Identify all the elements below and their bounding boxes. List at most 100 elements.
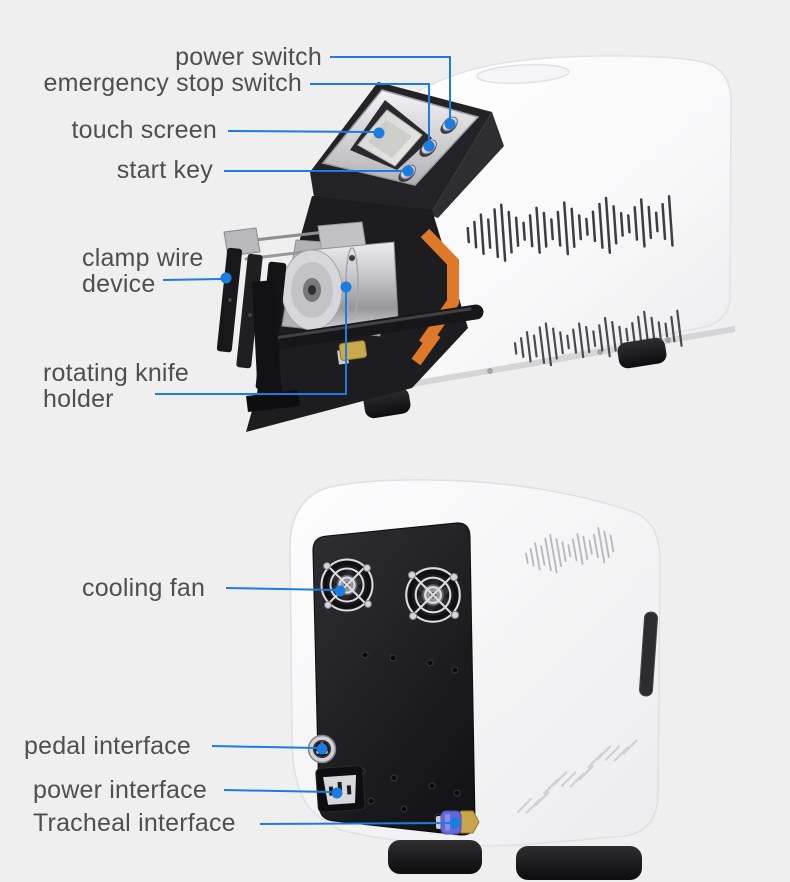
vent-bar — [627, 214, 631, 234]
label-tracheal-interface: Tracheal interface — [33, 809, 236, 837]
vent-hatch — [596, 745, 612, 761]
vent-bar — [603, 316, 611, 358]
vent-bar — [657, 321, 662, 341]
leader-clamp-wire-device — [162, 278, 222, 281]
vent-bar — [529, 548, 535, 567]
leader-tracheal-interface — [259, 822, 451, 825]
wedge-facet — [430, 112, 504, 218]
top-handle-recess — [476, 63, 570, 85]
marker-power-switch — [444, 118, 456, 130]
vent-bar — [592, 330, 597, 348]
vent-hatch — [516, 797, 533, 814]
vent-bar — [499, 203, 507, 262]
vent-bar — [633, 205, 639, 241]
vent-hatch — [534, 791, 550, 807]
vent-hatch — [560, 771, 577, 787]
vent-bar — [493, 208, 500, 259]
cooling-fan-right — [405, 567, 461, 623]
vent-bar — [647, 205, 653, 240]
vent-hatch — [552, 771, 568, 787]
vent-hatch — [622, 739, 638, 755]
vent-bar — [585, 325, 591, 354]
marker-pedal-interface — [316, 743, 328, 755]
vent-bar — [667, 195, 674, 247]
vent-bar — [676, 309, 683, 347]
vent-bar — [534, 542, 541, 571]
bottom-screws — [487, 337, 671, 374]
vent-bar — [525, 552, 529, 564]
vent-bar — [559, 331, 564, 355]
marker-power-interface — [331, 787, 343, 799]
support-bracket — [252, 280, 282, 400]
vent-bar — [479, 213, 485, 255]
vent-bar — [625, 327, 629, 342]
vent-bar — [618, 325, 623, 346]
vent-hatch — [578, 765, 594, 781]
vent-bar — [588, 539, 593, 555]
marker-cooling-fan — [334, 585, 346, 597]
marker-start-key — [402, 165, 414, 177]
vent-bar — [598, 202, 604, 249]
marker-rotating-knife-holder — [340, 281, 352, 293]
vent-bar — [566, 334, 570, 350]
label-power-interface: power interface — [33, 776, 207, 804]
vent-bar — [522, 221, 526, 241]
vent-bar — [585, 217, 589, 236]
vent-bar — [571, 538, 578, 562]
leader-power-interface — [223, 789, 332, 793]
vent-bar — [486, 218, 492, 249]
cylinder-hole — [349, 255, 355, 261]
vent-bar — [519, 337, 525, 358]
orange-accent — [411, 330, 441, 366]
side-vent-hatch — [516, 739, 638, 814]
machine-foot — [617, 337, 667, 369]
machine-front-view — [216, 55, 736, 432]
vent-bar — [664, 322, 669, 338]
vent-bar — [555, 538, 562, 568]
wire-hole — [308, 285, 316, 295]
marker-clamp-wire-device — [220, 272, 232, 284]
machine-back-view — [289, 479, 661, 880]
vent-bar — [473, 220, 478, 249]
vent-bar — [535, 206, 541, 254]
vent-bar — [567, 544, 572, 558]
vent-bar — [670, 315, 676, 343]
marker-touch-screen — [373, 127, 385, 139]
bracket-base — [246, 390, 300, 412]
vent-bar — [549, 533, 558, 574]
vent-bar — [561, 541, 567, 562]
handle-slot — [638, 611, 659, 697]
vent-bar — [538, 326, 546, 365]
vent-bar — [603, 530, 610, 558]
label-start-key: start key — [116, 156, 213, 184]
brass-fitting — [338, 340, 368, 361]
support-arm — [256, 304, 484, 352]
vent-bar — [598, 324, 604, 352]
vent-bar — [532, 334, 538, 358]
vent-bar — [544, 322, 553, 367]
leader-emergency-stop — [310, 83, 430, 141]
vent-bar — [550, 218, 554, 241]
machine-foot — [516, 846, 642, 880]
vent-hatch — [604, 745, 621, 761]
marker-emergency-stop — [423, 140, 435, 152]
support-arm-highlight — [266, 307, 472, 341]
vent-bar — [577, 214, 583, 241]
vent-bar — [604, 196, 612, 254]
vent-bar — [562, 201, 570, 256]
label-power-switch: power switch — [175, 43, 322, 71]
soundwave-vent-upper — [466, 195, 674, 262]
vent-bar — [572, 328, 578, 354]
soundwave-vent-side — [525, 527, 615, 574]
vent-bar — [609, 534, 615, 553]
vent-bar — [542, 211, 548, 248]
soundwave-vent-lower — [513, 309, 683, 367]
vent-bar — [639, 198, 646, 248]
leader-cooling-fan — [225, 587, 336, 591]
vent-bar — [513, 342, 518, 355]
vent-bar — [551, 327, 558, 360]
machine-foot — [388, 840, 482, 874]
vent-bar — [582, 535, 589, 561]
vent-bar — [514, 216, 520, 247]
